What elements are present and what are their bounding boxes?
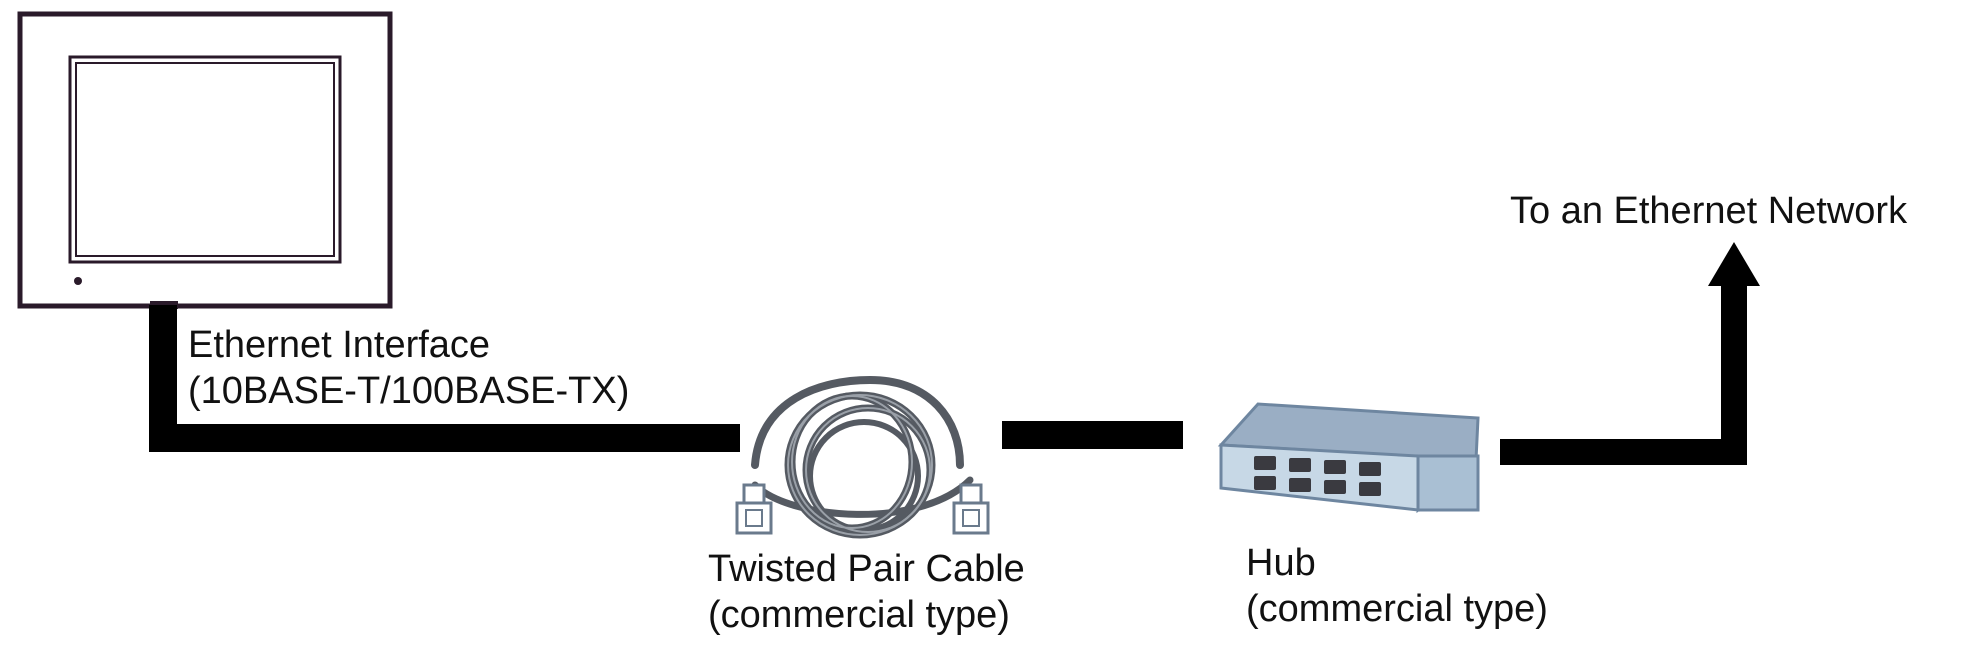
hub-ports [1254,456,1381,496]
rj45-connector-left-icon [735,483,773,535]
twisted-pair-cable-label-line1: Twisted Pair Cable [708,548,1025,590]
hub-icon [1217,402,1480,514]
arrow-up-icon [1708,242,1760,286]
hub-label: Hub (commercial type) [1246,540,1548,632]
ethernet-interface-label-line2: (10BASE-T/100BASE-TX) [188,370,630,412]
twisted-pair-cable-icon [735,375,990,539]
twisted-pair-cable-label: Twisted Pair Cable (commercial type) [708,546,1025,638]
hub-label-line1: Hub [1246,542,1316,584]
ethernet-interface-label: Ethernet Interface (10BASE-T/100BASE-TX) [188,322,629,414]
ethernet-interface-label-line1: Ethernet Interface [188,324,491,366]
hub-label-line2: (commercial type) [1246,588,1548,630]
rj45-connector-right-icon [952,483,990,535]
connection-line-hub-to-network [1500,282,1747,465]
status-led-icon [74,277,82,285]
network-label: To an Ethernet Network [1510,190,1908,232]
touch-panel-display [17,11,393,309]
connection-line-panel-to-cable [149,305,740,452]
twisted-pair-cable-label-line2: (commercial type) [708,594,1010,636]
